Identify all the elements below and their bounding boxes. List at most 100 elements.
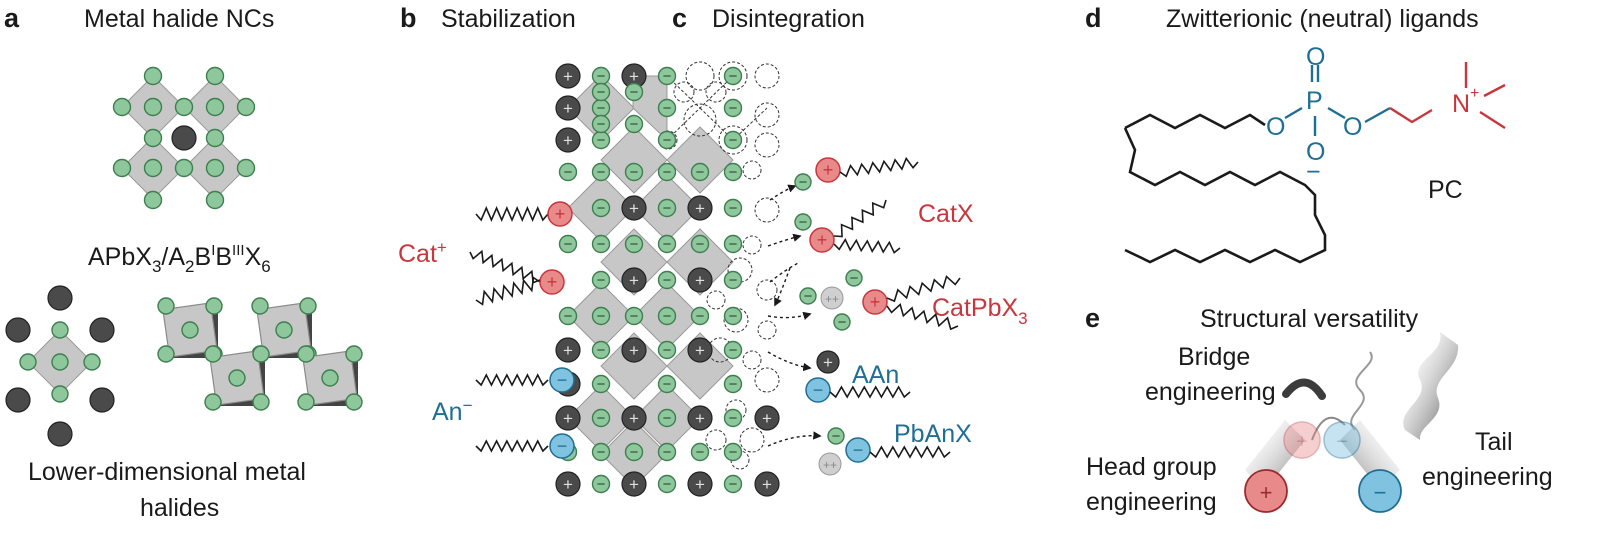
halide-ion-circle bbox=[205, 297, 223, 315]
minus-icon: − bbox=[729, 342, 738, 359]
halide-ion-circle bbox=[251, 297, 269, 315]
halide-ion-circle bbox=[143, 190, 163, 210]
halide-ion-circle bbox=[723, 270, 743, 290]
bond-n-me-right bbox=[1483, 83, 1506, 98]
minus-icon: − bbox=[597, 100, 606, 117]
product-aan: AAn bbox=[852, 361, 899, 389]
minus-icon: − bbox=[663, 308, 672, 325]
minus-icon: − bbox=[564, 236, 573, 253]
halide-ion bbox=[174, 97, 194, 117]
minus-icon: − bbox=[663, 444, 672, 461]
minus-icon: − bbox=[564, 308, 573, 325]
pbx6-octahedron bbox=[600, 228, 668, 296]
a-site-cation-circle bbox=[621, 471, 647, 497]
anion-head-group: − bbox=[1358, 469, 1402, 513]
a-site-cation: + bbox=[687, 267, 713, 293]
halide-ion: − bbox=[657, 98, 677, 118]
halide-ion: − bbox=[723, 98, 743, 118]
vacancy-site bbox=[754, 197, 780, 223]
halide-ion: − bbox=[723, 234, 743, 254]
vacancy-site bbox=[705, 81, 727, 103]
vacancy-site bbox=[742, 235, 762, 255]
halide-ion-circle bbox=[297, 345, 315, 363]
halide-ion bbox=[112, 97, 132, 117]
catpbx-tail-b bbox=[886, 303, 959, 331]
a-site-cation-circle bbox=[555, 471, 581, 497]
halide-ion: − bbox=[591, 98, 611, 118]
halide-ion: − bbox=[591, 340, 611, 360]
halide-ion-circle bbox=[657, 66, 677, 86]
halide-ion: − bbox=[723, 130, 743, 150]
minus-icon: − bbox=[663, 272, 672, 289]
nanocrystal-surface-lattice: ++++++++++++++++++++−−−−−−−−−−−−−−−−−−−−… bbox=[469, 61, 961, 497]
minus-icon: − bbox=[630, 236, 639, 253]
catx2-halide: − bbox=[794, 213, 812, 231]
minus-icon: − bbox=[729, 272, 738, 289]
halide-ion: − bbox=[690, 442, 710, 462]
halide-ion: − bbox=[723, 270, 743, 290]
halide-ion bbox=[251, 297, 269, 315]
halide-ion-circle bbox=[205, 128, 225, 148]
halide-ion bbox=[299, 297, 317, 315]
a-site-cation-circle bbox=[621, 337, 647, 363]
panel-c: c Disintegration CatX CatPbX3 AAn PbAnX bbox=[672, 3, 1028, 448]
pbanx-anion: − bbox=[845, 437, 871, 463]
tail-label-1: Tail bbox=[1475, 428, 1513, 456]
ethyl-linker bbox=[1364, 106, 1391, 124]
halide-ion: − bbox=[624, 442, 644, 462]
halide-ion bbox=[236, 158, 256, 178]
minus-icon: − bbox=[696, 236, 705, 253]
halide-ion-circle bbox=[690, 234, 710, 254]
halide-ion-circle bbox=[624, 234, 644, 254]
halide-ion-circle bbox=[252, 345, 270, 363]
halide-ion: − bbox=[591, 82, 611, 102]
plus-icon: + bbox=[563, 409, 573, 428]
halide-ion-circle bbox=[143, 66, 163, 86]
halide-ion: − bbox=[723, 66, 743, 86]
halide-ion-circle bbox=[252, 393, 270, 411]
halide-ion-circle bbox=[591, 234, 611, 254]
halide-ion: − bbox=[657, 234, 677, 254]
a-site-cation: + bbox=[555, 337, 581, 363]
vacancy-site bbox=[742, 350, 762, 370]
minus-icon: − bbox=[630, 84, 639, 101]
halide-ion-circle bbox=[591, 374, 611, 394]
vacancy-site bbox=[742, 160, 762, 180]
halide-ion-circle bbox=[591, 162, 611, 182]
halide-ion: − bbox=[723, 374, 743, 394]
surface-cation-ligand: + bbox=[539, 269, 565, 295]
panel-c-title: Disintegration bbox=[712, 5, 865, 33]
halide-ion-circle bbox=[51, 385, 69, 403]
plus-icon: + bbox=[817, 230, 828, 250]
halide-ion bbox=[143, 66, 163, 86]
perovskite-formula: APbX3/A2BIBIIIX6 bbox=[88, 242, 271, 276]
halide-ion: − bbox=[558, 162, 578, 182]
a-site-cation-circle bbox=[555, 337, 581, 363]
a-site-cation-circle bbox=[47, 421, 73, 447]
minus-icon: − bbox=[729, 236, 738, 253]
minus-icon: − bbox=[729, 68, 738, 85]
catx-halide: − bbox=[794, 173, 812, 191]
halide-ion-circle bbox=[297, 393, 315, 411]
catpbx-cation-circle bbox=[862, 289, 888, 315]
halide-ion-circle bbox=[794, 213, 812, 231]
halide-ion bbox=[174, 158, 194, 178]
halide-ion bbox=[157, 345, 175, 363]
plus-icon: + bbox=[695, 199, 705, 218]
bond-p-o-right bbox=[1327, 106, 1346, 120]
a-site-cation-circle bbox=[621, 267, 647, 293]
catx-cation: + bbox=[815, 157, 841, 183]
vacancy-site bbox=[685, 61, 715, 91]
a-site-cation-circle bbox=[89, 317, 115, 343]
vacancy-bonds bbox=[666, 75, 768, 141]
surface-anion-ligand-circle bbox=[549, 433, 575, 459]
minus-icon: − bbox=[630, 444, 639, 461]
minus-icon: − bbox=[729, 132, 738, 149]
halide-ion: − bbox=[657, 474, 677, 494]
vacancy-site bbox=[756, 279, 778, 301]
halide-ion-circle bbox=[591, 198, 611, 218]
halide-ion-circle bbox=[845, 269, 863, 287]
pbx6-octahedron bbox=[666, 126, 734, 194]
pbanx-halide: − bbox=[827, 427, 845, 445]
halide-ion-circle bbox=[723, 374, 743, 394]
